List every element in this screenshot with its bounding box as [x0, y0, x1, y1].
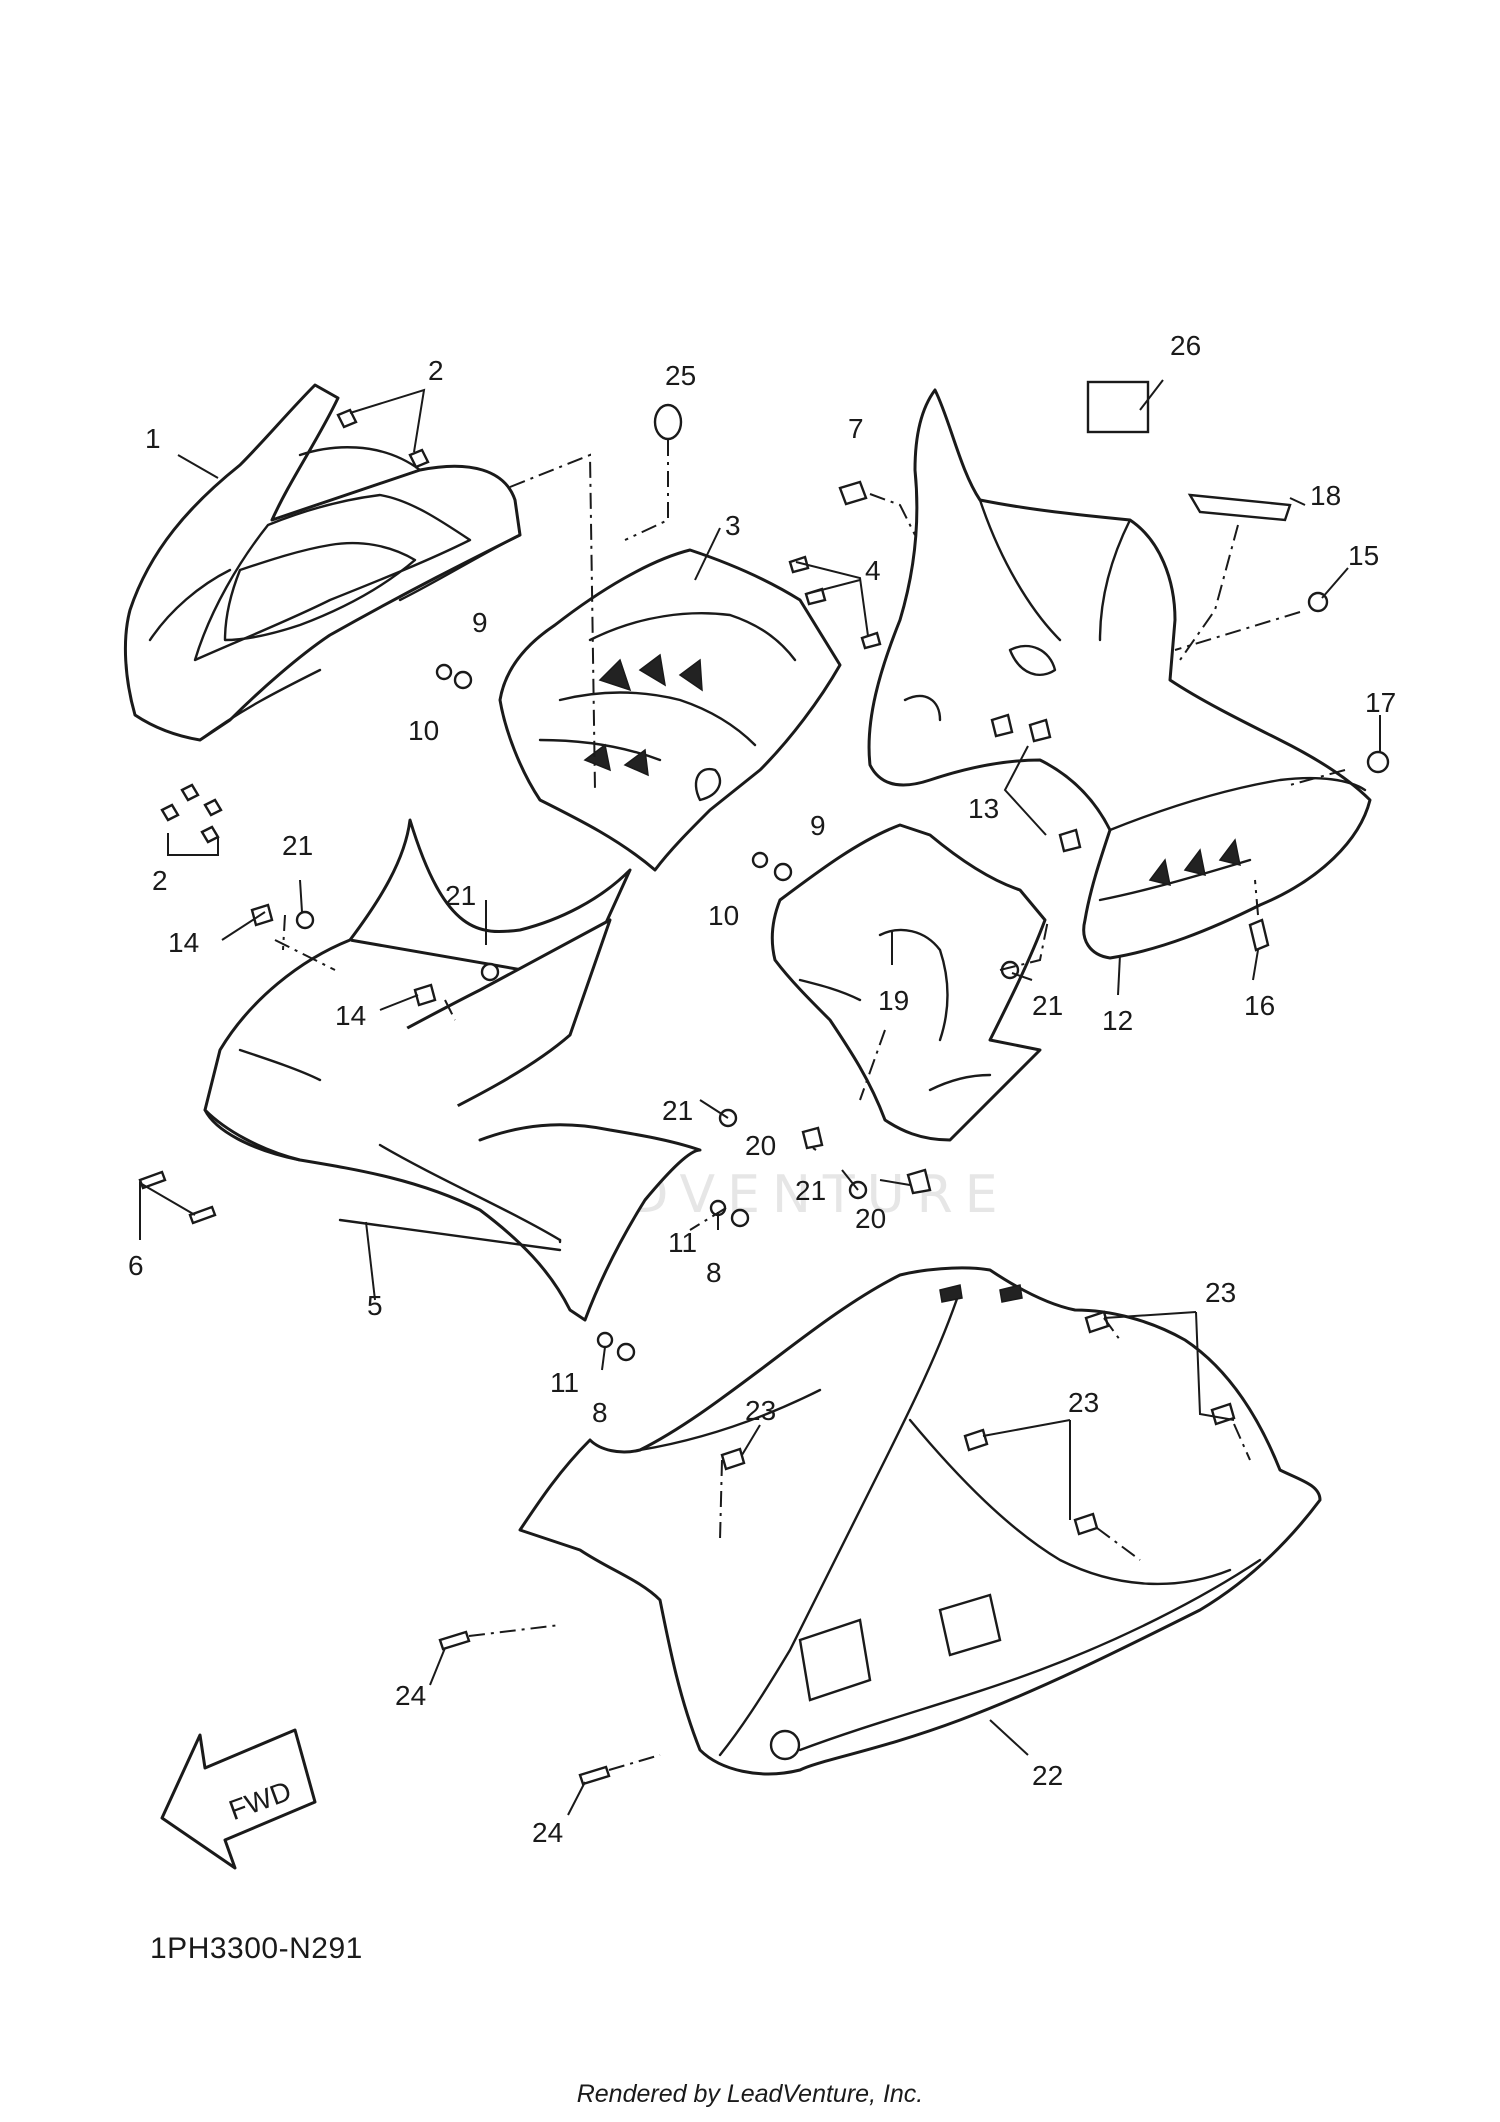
callout-24-lower: 24	[532, 1817, 563, 1848]
leader-lines	[139, 379, 1381, 1816]
callout-20-right: 20	[855, 1203, 886, 1234]
callout-7: 7	[848, 413, 864, 444]
callout-8-upper: 8	[706, 1257, 722, 1288]
callout-21-a: 21	[282, 830, 313, 861]
part-5-under-cover	[203, 818, 702, 1322]
part-18-reflector	[1187, 493, 1292, 522]
callout-16: 16	[1244, 990, 1275, 1021]
callout-5: 5	[367, 1290, 383, 1321]
callouts: 1 2 2 3 4 5 6 7 8 8 9 9 10 10 11 11 12 1…	[128, 330, 1396, 1848]
part-26-label-decal	[1086, 380, 1150, 434]
callout-15: 15	[1348, 540, 1379, 571]
callout-19: 19	[878, 985, 909, 1016]
callout-14-left: 14	[168, 927, 199, 958]
rendered-by-footer: Rendered by LeadVenture, Inc.	[576, 2080, 924, 2108]
callout-18: 18	[1310, 480, 1341, 511]
callout-23-middle: 23	[1068, 1387, 1099, 1418]
callout-10-left: 10	[408, 715, 439, 746]
callout-9-right: 9	[810, 810, 826, 841]
callout-22: 22	[1032, 1760, 1063, 1791]
callout-1: 1	[145, 423, 161, 454]
callout-12: 12	[1102, 1005, 1133, 1036]
callout-17: 17	[1365, 687, 1396, 718]
callout-2-bottom: 2	[152, 865, 168, 896]
part-25-grommet	[653, 403, 683, 441]
callout-21-c: 21	[1032, 990, 1063, 1021]
callout-21-e: 21	[795, 1175, 826, 1206]
callout-23-right: 23	[1205, 1277, 1236, 1308]
callout-23-left: 23	[745, 1395, 776, 1426]
part-19-inner-bracket	[770, 823, 1047, 1142]
callout-21-d: 21	[662, 1095, 693, 1126]
callout-2-top: 2	[428, 355, 444, 386]
callout-20-left: 20	[745, 1130, 776, 1161]
callout-11-lower: 11	[550, 1367, 579, 1398]
fwd-arrow: FWD	[160, 1728, 317, 1870]
callout-10-right: 10	[708, 900, 739, 931]
hardware	[138, 380, 1390, 1786]
part-12-leg-shield	[867, 388, 1372, 960]
callout-13: 13	[968, 793, 999, 824]
part-22-lower-cover	[518, 1266, 1322, 1776]
callout-25: 25	[665, 360, 696, 391]
callout-9-left: 9	[472, 607, 488, 638]
part-3-inner-front	[498, 548, 842, 872]
callout-3: 3	[725, 510, 741, 541]
callout-6: 6	[128, 1250, 144, 1281]
part-1-front-cover	[123, 383, 522, 742]
callout-14-right: 14	[335, 1000, 366, 1031]
callout-8-lower: 8	[592, 1397, 608, 1428]
callout-4: 4	[865, 555, 881, 586]
callout-21-b: 21	[445, 880, 476, 911]
diagram-reference-code: 1PH3300-N291	[150, 1932, 363, 1965]
callout-26: 26	[1170, 330, 1201, 361]
callout-11-upper: 11	[668, 1227, 697, 1258]
callout-24-upper: 24	[395, 1680, 426, 1711]
